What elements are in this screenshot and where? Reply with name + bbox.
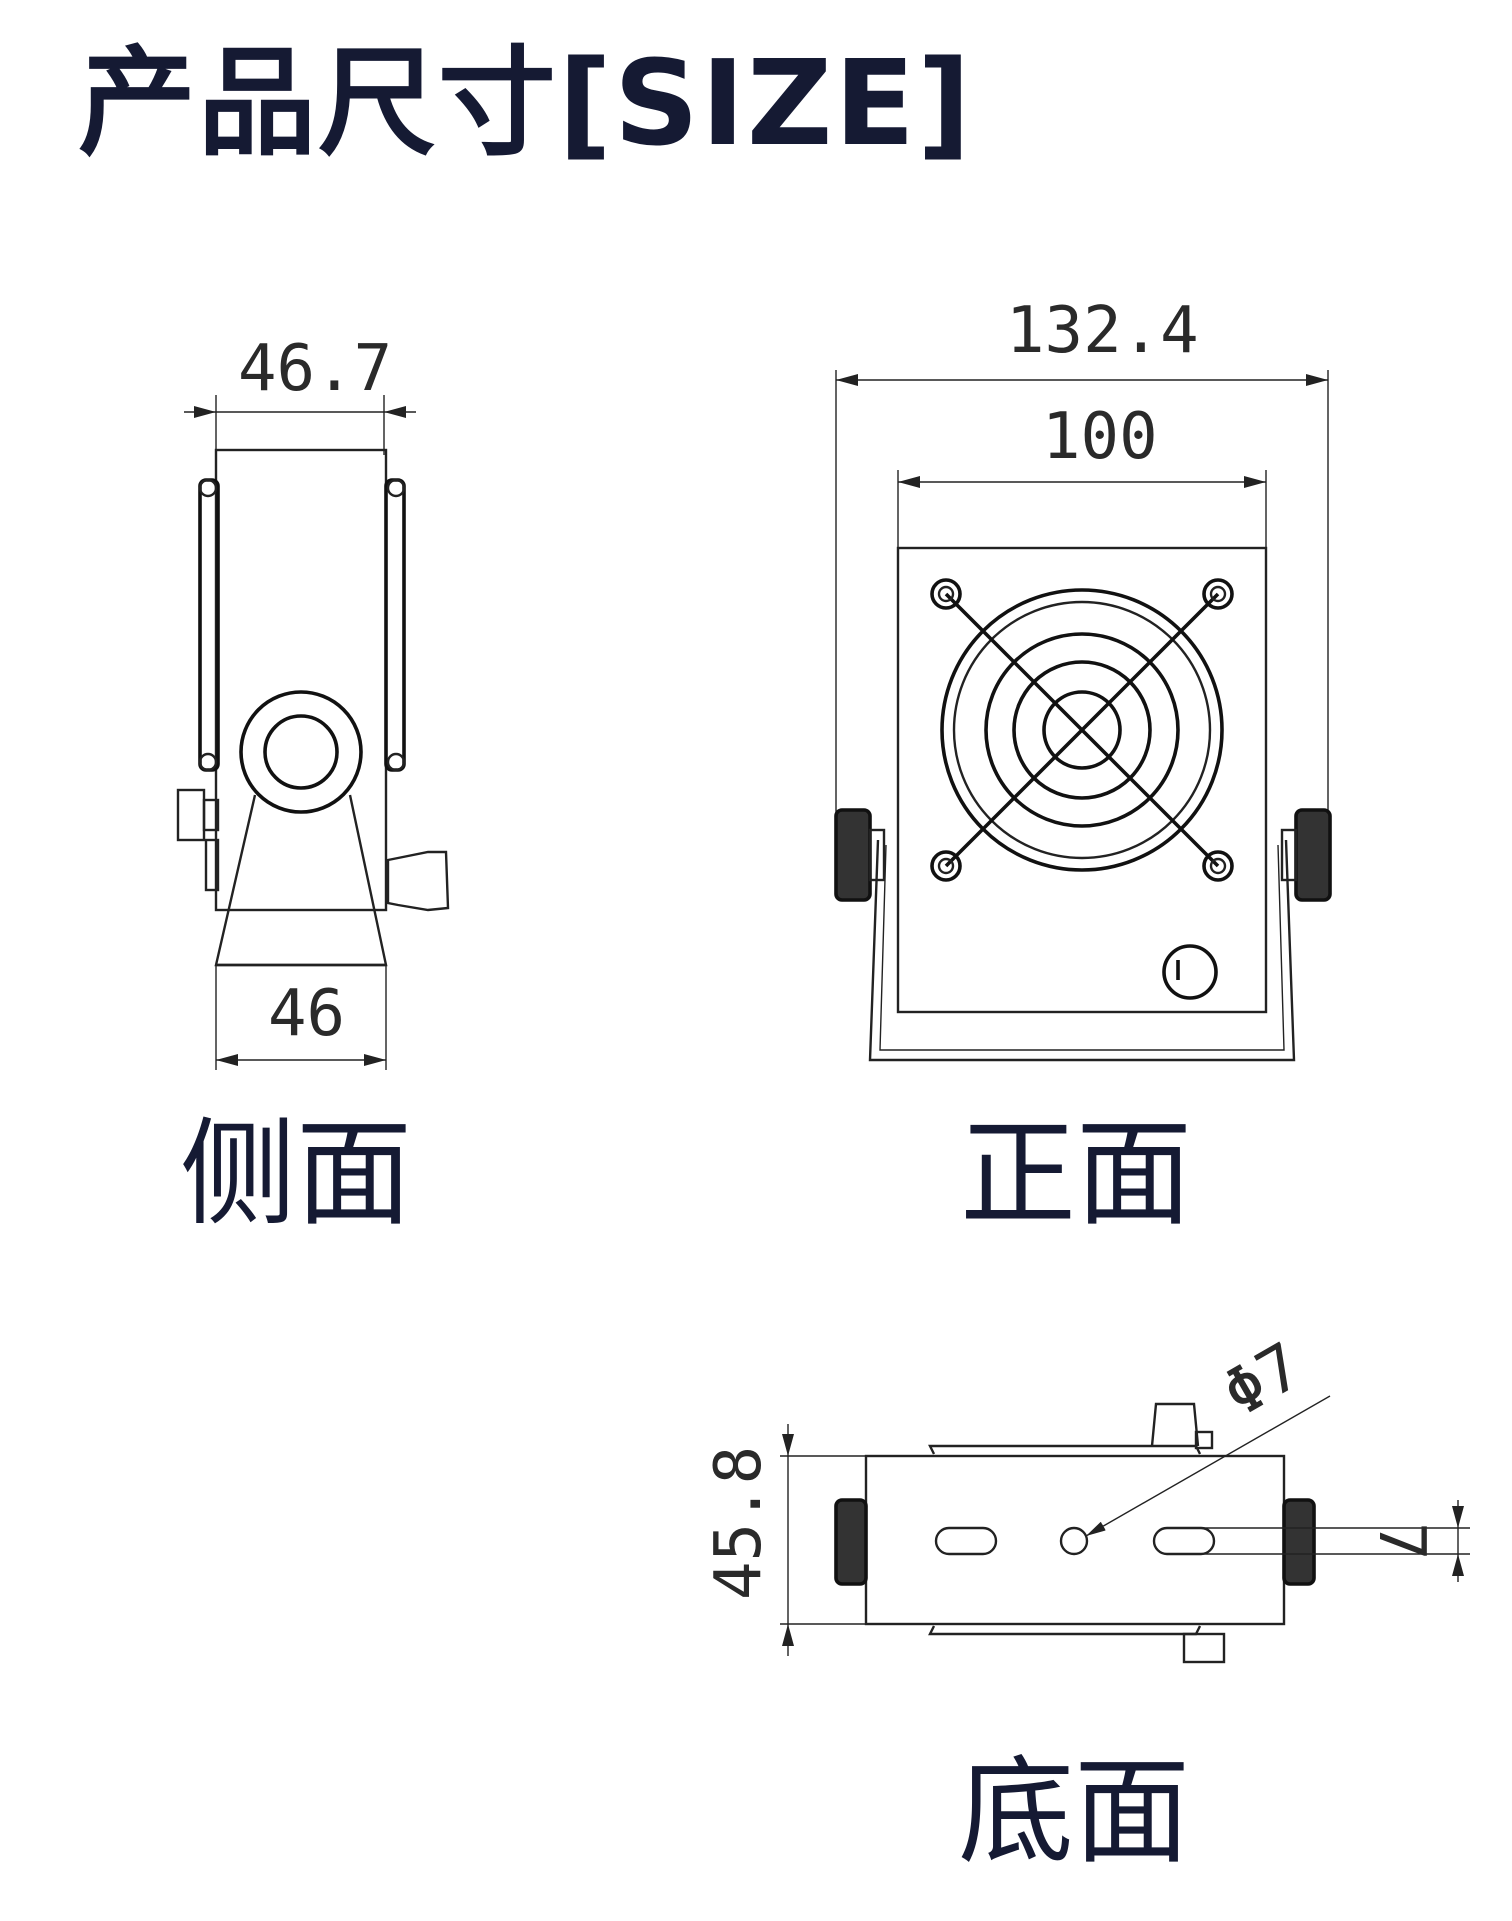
- side-view-label: 侧面: [180, 1107, 412, 1242]
- knob-right: [1294, 808, 1332, 902]
- rail-screw: [198, 752, 218, 772]
- side-rail-right: [384, 478, 406, 772]
- dim-bottom-slot-width: 7: [1364, 1522, 1438, 1561]
- fan-grill-strut: [944, 592, 1220, 868]
- fan-grill-center-ring: [1042, 690, 1122, 770]
- leader-line-hole: [1085, 1395, 1331, 1537]
- fan-screws: [930, 578, 1234, 882]
- pivot-hub-inner: [263, 714, 339, 790]
- dim-bottom-hole-diameter: Φ7: [1211, 1329, 1315, 1432]
- dim-bottom-height: 45.8: [702, 1446, 776, 1600]
- pivot-hub-outer: [239, 690, 363, 814]
- front-body-outline: [896, 546, 1268, 1014]
- bottom-knob-base: [1194, 1430, 1214, 1450]
- fan-grill-ring: [984, 632, 1180, 828]
- dim-front-body-width: 100: [1042, 400, 1158, 474]
- front-bracket: [868, 839, 1296, 1062]
- fan-grill-ring: [1012, 660, 1152, 800]
- side-screw-shank: [202, 798, 220, 832]
- mounting-slot-left: [934, 1526, 998, 1556]
- side-stand: [214, 794, 388, 967]
- dim-side-top-width: 46.7: [238, 332, 392, 406]
- power-switch-icon: [1162, 944, 1218, 1000]
- bottom-bracket-bottom: [928, 1625, 1202, 1636]
- bottom-knob-left: [834, 1498, 868, 1586]
- bottom-body-outline: [864, 1454, 1286, 1626]
- rail-screw: [198, 478, 218, 498]
- front-view-label: 正面: [960, 1107, 1192, 1242]
- knob-left: [834, 808, 872, 902]
- bottom-screw: [1182, 1632, 1226, 1664]
- bottom-bracket-top: [928, 1444, 1202, 1455]
- knob-right-shaft: [1280, 828, 1298, 882]
- bottom-knob: [1150, 1402, 1200, 1447]
- dim-side-base-width: 46: [268, 977, 345, 1051]
- side-knob: [386, 850, 450, 912]
- front-bracket-inner: [879, 844, 1285, 1051]
- dimension-arrows: [1452, 1506, 1464, 1576]
- mounting-hole: [1059, 1526, 1089, 1556]
- bottom-view-drawing: 45.8 Φ7 7: [702, 1329, 1470, 1664]
- side-screw-head: [176, 788, 206, 842]
- front-view-drawing: 132.4 100: [834, 294, 1332, 1062]
- fan-grill-ring: [952, 600, 1212, 860]
- fan-grill-outer-ring: [940, 588, 1224, 872]
- rail-screw: [386, 752, 406, 772]
- side-screw-bracket: [204, 838, 220, 892]
- rail-screw: [386, 478, 406, 498]
- bottom-view-label: 底面: [958, 1745, 1190, 1880]
- bottom-knob-right: [1282, 1498, 1316, 1586]
- page-title: 产品尺寸[SIZE]: [78, 34, 973, 172]
- mounting-slot-right: [1152, 1526, 1216, 1556]
- knob-left-shaft: [868, 828, 886, 882]
- side-view-drawing: 46.7 46: [176, 332, 450, 1070]
- dim-front-overall-width: 132.4: [1006, 294, 1199, 368]
